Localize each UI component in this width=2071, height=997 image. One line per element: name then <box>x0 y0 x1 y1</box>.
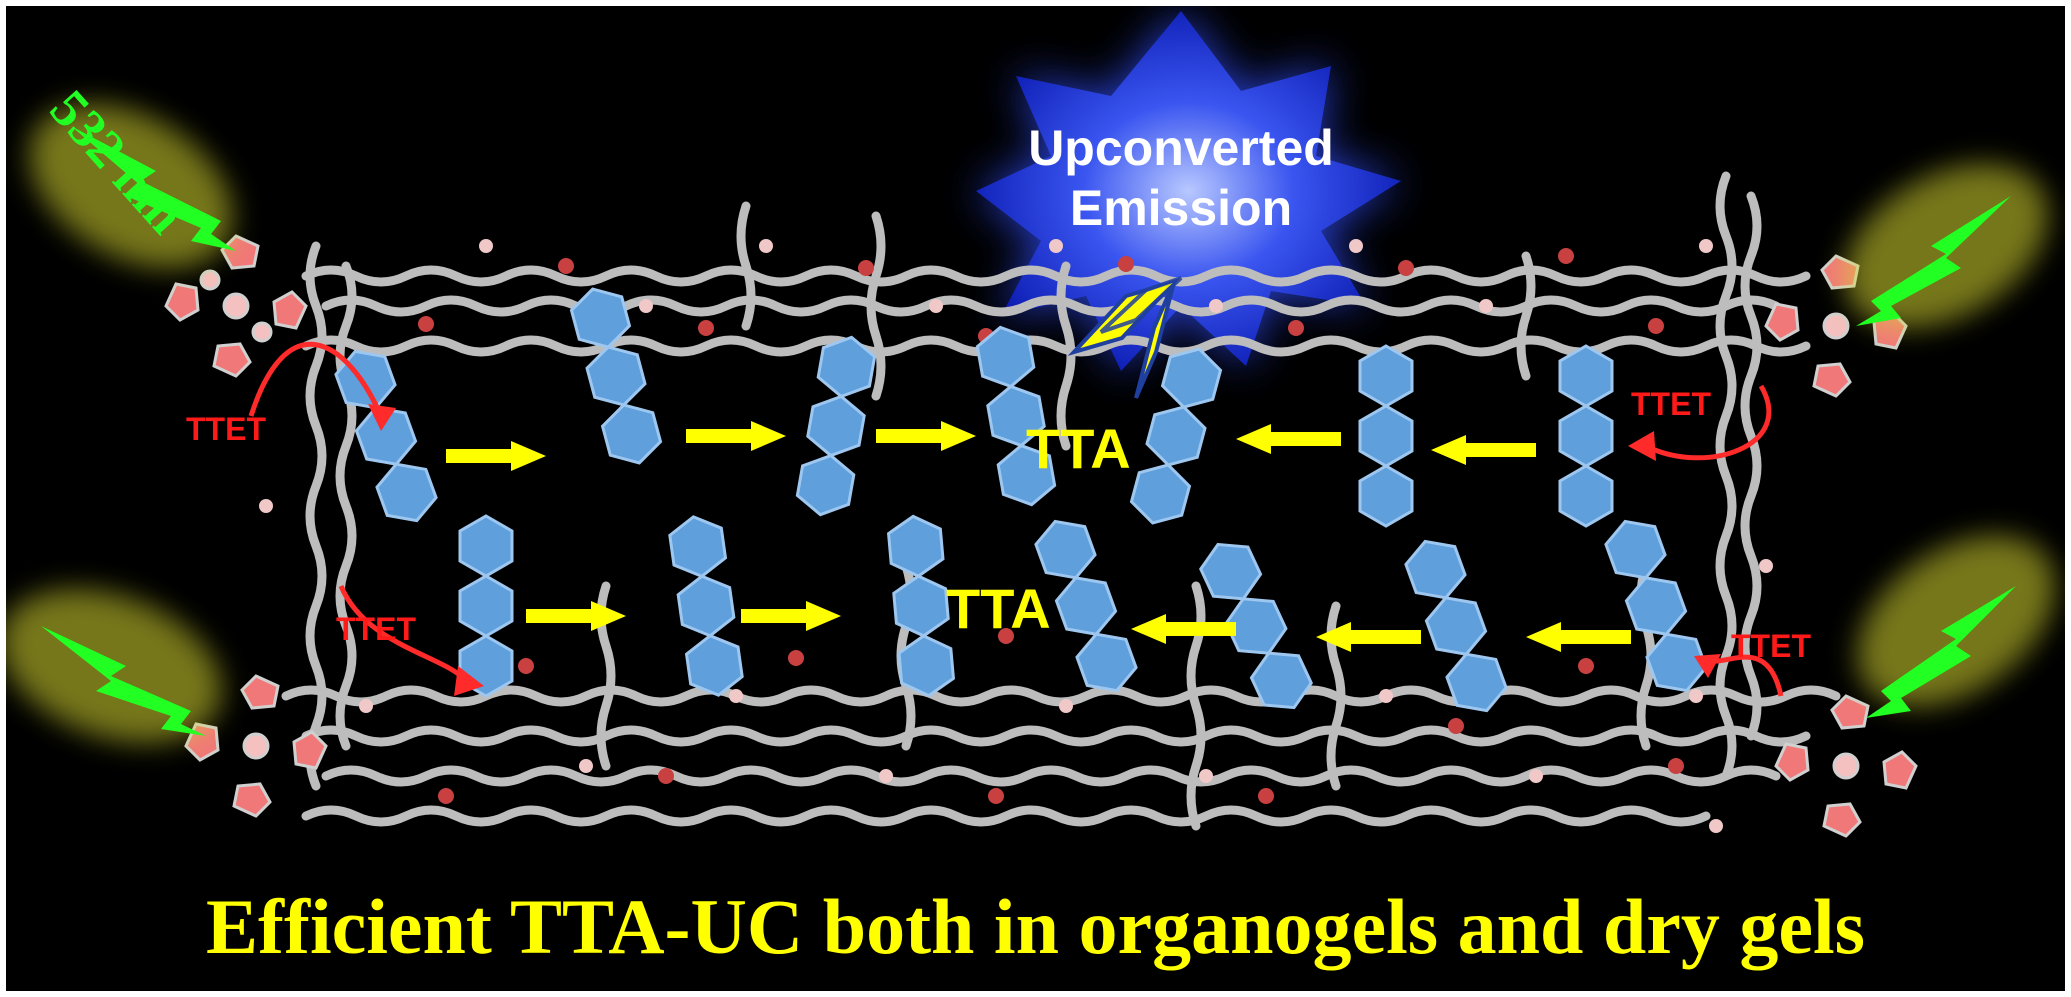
emission-chevron <box>1067 276 1183 399</box>
laser-bolt-bottom-left <box>6 589 222 743</box>
arrow-left <box>1526 622 1631 652</box>
anthracene-acceptors <box>334 287 1708 713</box>
arrow-right <box>526 601 626 631</box>
arrow-right <box>741 601 841 631</box>
arrow-right <box>876 421 976 451</box>
laser-bolt-top-right <box>1844 164 2048 328</box>
ttet-label-top-right: TTET <box>1631 386 1711 422</box>
ttet-label-bottom-left: TTET <box>336 611 416 647</box>
arrow-left <box>1431 435 1536 465</box>
energy-migration-arrows <box>446 421 1631 652</box>
upconverted-emission-label: Upconverted Emission <box>991 118 1371 238</box>
caption: Efficient TTA-UC both in organogels and … <box>205 883 1866 970</box>
diagram-canvas: 532 nm Upconverted Emission TTET TTET TT… <box>6 6 2065 991</box>
ttet-label-bottom-right: TTET <box>1731 628 1811 664</box>
laser-excitation-bolts <box>6 104 2055 743</box>
arrow-left <box>1131 614 1236 644</box>
arrow-left <box>1236 424 1341 454</box>
arrow-right <box>446 441 546 471</box>
emission-line-1: Upconverted <box>1028 120 1334 176</box>
gel-network-illustration <box>6 11 2055 838</box>
tta-label-bottom: TTA <box>946 577 1051 640</box>
laser-bolt-bottom-right <box>1857 535 2055 718</box>
emission-line-2: Emission <box>1069 180 1293 236</box>
arrow-left <box>1316 622 1421 652</box>
ttet-arrowheads <box>368 404 1721 696</box>
tta-label-top: TTA <box>1026 417 1131 480</box>
arrow-right <box>686 421 786 451</box>
ttet-label-top-left: TTET <box>186 411 266 447</box>
laser-bolt-top-left <box>29 104 236 268</box>
